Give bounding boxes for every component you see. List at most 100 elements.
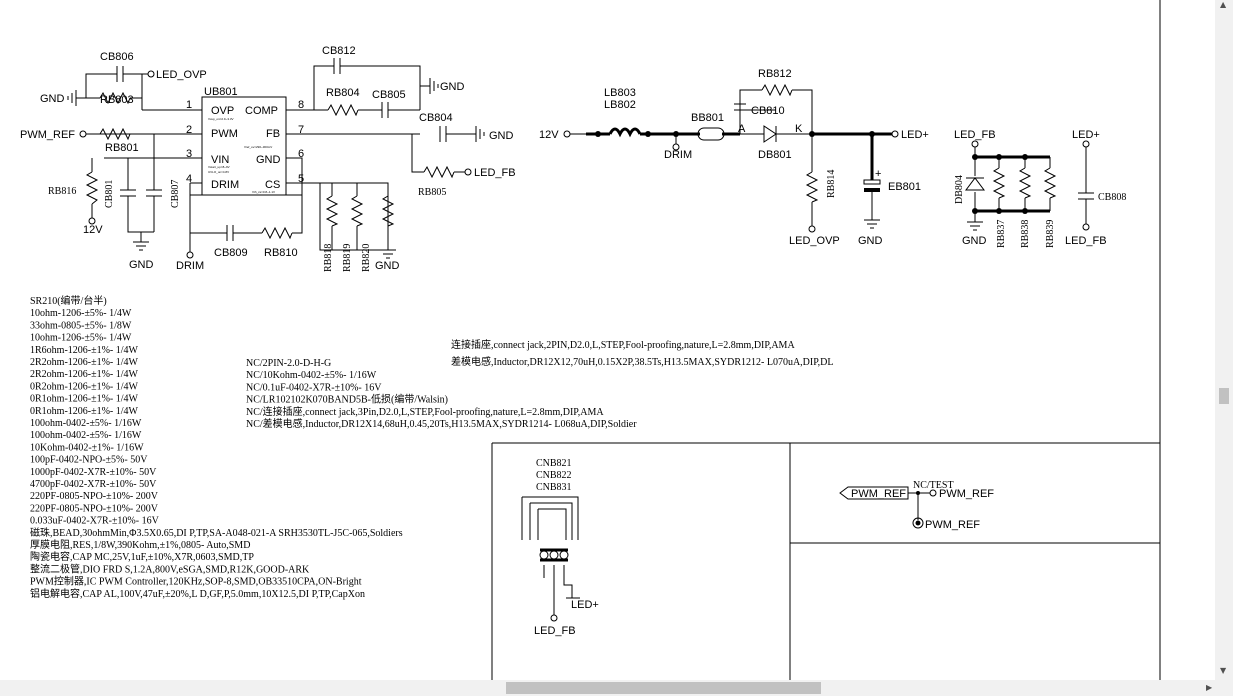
pin-num-1: 1 [186, 99, 192, 111]
v12-port-1 [88, 217, 96, 225]
rb838-ref: RB838 [1020, 220, 1031, 248]
bom-left-line: 33ohm-0805-±5%- 1/8W [30, 320, 132, 331]
bom-left-line: 100ohm-0402-±5%- 1/16W [30, 418, 142, 429]
bom-left-line: 2R2ohm-1206-±1%- 1/4W [30, 357, 139, 368]
scroll-up-arrow-icon[interactable]: ▲ [1220, 0, 1227, 9]
gnd-symbol-6 [864, 192, 880, 229]
drim-port-1 [186, 251, 194, 259]
eb801-ref: EB801 [888, 181, 921, 193]
rb803-resistor [99, 91, 131, 105]
ub801-note-5: Vth_cs=0.8~1.1V [252, 190, 275, 194]
rb819-ref: RB819 [342, 244, 353, 272]
led-fb-port-2 [971, 140, 979, 148]
led-ovp-label-1: LED_OVP [156, 69, 207, 81]
cb812-ref: CB812 [322, 45, 356, 57]
rb804-ref: RB804 [326, 87, 360, 99]
bom-left-line: 100pF-0402-NPO-±5%- 50V [30, 455, 148, 466]
bom-left-line: 铝电解电容,CAP AL,100V,47uF,±20%,L D,GF,P,5.0… [30, 587, 365, 600]
junction-1 [595, 131, 601, 137]
rb801-ref: RB801 [105, 142, 139, 154]
bom-list-left: SR210(编带/台半)10ohm-1206-±5%- 1/4W33ohm-08… [30, 294, 403, 600]
junction-8 [996, 154, 1002, 160]
rb805-ref: RB805 [418, 187, 446, 198]
rb814-resistor [805, 171, 819, 203]
ub801-pin-ovp: OVP [211, 105, 234, 117]
gnd-symbol-3 [420, 78, 439, 94]
pin-num-7: 7 [298, 124, 304, 136]
led-plus-label-1: LED+ [901, 129, 929, 141]
cb809-plates [226, 225, 234, 241]
pin-num-5: 5 [298, 173, 304, 185]
led-fb-port-3 [1082, 223, 1090, 231]
snubber-wires [739, 89, 813, 134]
scroll-right-arrow-icon[interactable]: ▶ [1206, 683, 1213, 692]
ub801-note-4: UVLO_on=4.8V [208, 170, 229, 174]
led-fb-label-1: LED_FB [474, 167, 516, 179]
ub801-note-3: Vstart_up=8~9V [208, 165, 230, 169]
cb801-cb807-plates [120, 189, 162, 197]
cnb831-ref: CNB831 [536, 482, 572, 493]
rb812-ref: RB812 [758, 68, 792, 80]
diode-a-label: A [738, 123, 746, 135]
rb819-resistor [350, 195, 364, 227]
led-fb-port-4 [550, 614, 558, 622]
gnd-symbol-4 [475, 126, 485, 142]
bom-list-mid: NC/2PIN-2.0-D-H-GNC/10Kohm-0402-±5%- 1/1… [246, 358, 637, 430]
junction-9 [1022, 154, 1028, 160]
diode-k-label: K [795, 123, 803, 135]
ub801-pin-vin: VIN [211, 154, 229, 166]
ub801-pin-fb: FB [266, 128, 280, 140]
bom-left-line: 0R1ohm-1206-±1%- 1/4W [30, 406, 139, 417]
pin-num-4: 4 [186, 173, 192, 185]
gnd-label-3: GND [440, 81, 465, 93]
bom-left-line: 220PF-0805-NPO-±10%- 200V [30, 503, 159, 514]
pin-num-2: 2 [186, 124, 192, 136]
bom-left-line: 4700pF-0402-X7R-±10%- 50V [30, 479, 157, 490]
pwm-ref-port-2 [929, 489, 937, 497]
cnb821-ref: CNB821 [536, 458, 572, 469]
bom-mid-line: NC/10Kohm-0402-±5%- 1/16W [246, 370, 377, 381]
junction-11 [1022, 208, 1028, 214]
comp-wires [313, 65, 421, 111]
connector-pin-2 [549, 550, 559, 560]
lb802-ref: LB802 [604, 99, 636, 111]
junction-10 [996, 208, 1002, 214]
vertical-scrollbar[interactable] [1215, 0, 1233, 680]
led-plus-label-2: LED+ [1072, 129, 1100, 141]
cb810-plates [734, 103, 746, 111]
led-fb-label-2: LED_FB [954, 129, 996, 141]
junction-2 [645, 131, 651, 137]
horizontal-scroll-thumb[interactable] [506, 682, 821, 694]
bom-left-line: 100ohm-0402-±5%- 1/16W [30, 430, 142, 441]
bom-list-right: 连接插座,connect jack,2PIN,D2.0,L,STEP,Fool-… [451, 338, 834, 368]
gnd-label-2: GND [129, 259, 154, 271]
bb801-ref: BB801 [691, 112, 724, 124]
rb839-ref: RB839 [1045, 220, 1056, 248]
bom-right-line: 差模电感,Inductor,DR12X12,70uH,0.15X2P,38.5T… [451, 355, 834, 368]
bom-left-line: 0R1ohm-1206-±1%- 1/4W [30, 394, 139, 405]
fb-wires [411, 133, 476, 173]
led-fb-port-1 [464, 168, 472, 176]
nc-test-wires [908, 492, 930, 520]
drim-port-2 [672, 143, 680, 151]
vertical-scroll-thumb[interactable] [1219, 388, 1229, 404]
v12-port-2 [563, 130, 571, 138]
bom-left-line: 0R2ohm-1206-±1%- 1/4W [30, 381, 139, 392]
bom-left-line: SR210(编带/台半) [30, 294, 107, 307]
junction-12 [916, 491, 920, 495]
eb801-plate-top [863, 179, 881, 185]
pin-num-3: 3 [186, 148, 192, 160]
bom-left-line: PWM控制器,IC PWM Controller,120KHz,SOP-8,SM… [30, 575, 362, 588]
db801-wires [740, 126, 812, 142]
v12-label-1: 12V [83, 224, 103, 236]
drim-label-1: DRIM [176, 260, 204, 272]
junction-7 [972, 208, 978, 214]
lb803-ref: LB803 [604, 87, 636, 99]
rb810-resistor [261, 226, 293, 240]
bom-left-line: 10Kohm-0402-±1%- 1/16W [30, 442, 144, 453]
rb837-839-bus [975, 155, 1050, 213]
scroll-down-arrow-icon[interactable]: ▼ [1220, 666, 1227, 675]
bom-right-line: 连接插座,connect jack,2PIN,D2.0,L,STEP,Fool-… [451, 338, 795, 351]
rb820-ref: RB820 [361, 244, 372, 272]
